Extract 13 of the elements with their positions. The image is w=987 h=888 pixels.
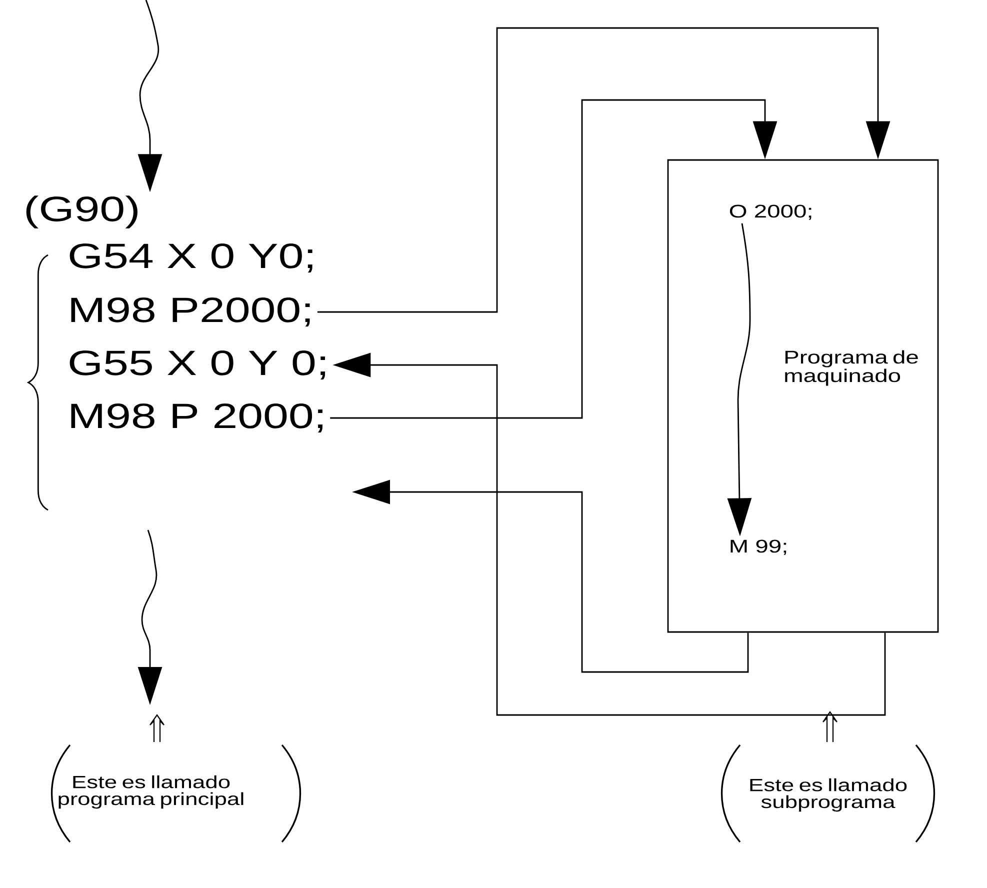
arrow — [317, 27, 890, 313]
code-line: G55 X 0 Y 0; — [70, 350, 325, 380]
arrow — [330, 99, 778, 419]
code-line: M 99; — [730, 540, 786, 555]
code-line: (G90) — [26, 196, 138, 228]
caption-text: Este es llamado programa principal — [58, 775, 244, 809]
code-line: M98 P 2000; — [71, 403, 322, 433]
edge-label: Programa de maquinado — [785, 350, 918, 386]
code-line: G54 X 0 Y0; — [70, 243, 312, 273]
code-line: O 2000; — [730, 204, 812, 220]
code-line: M98 P2000; — [71, 297, 310, 327]
caption-text: Este es llamado subprograma — [750, 778, 907, 812]
subprogram-box — [667, 159, 939, 633]
